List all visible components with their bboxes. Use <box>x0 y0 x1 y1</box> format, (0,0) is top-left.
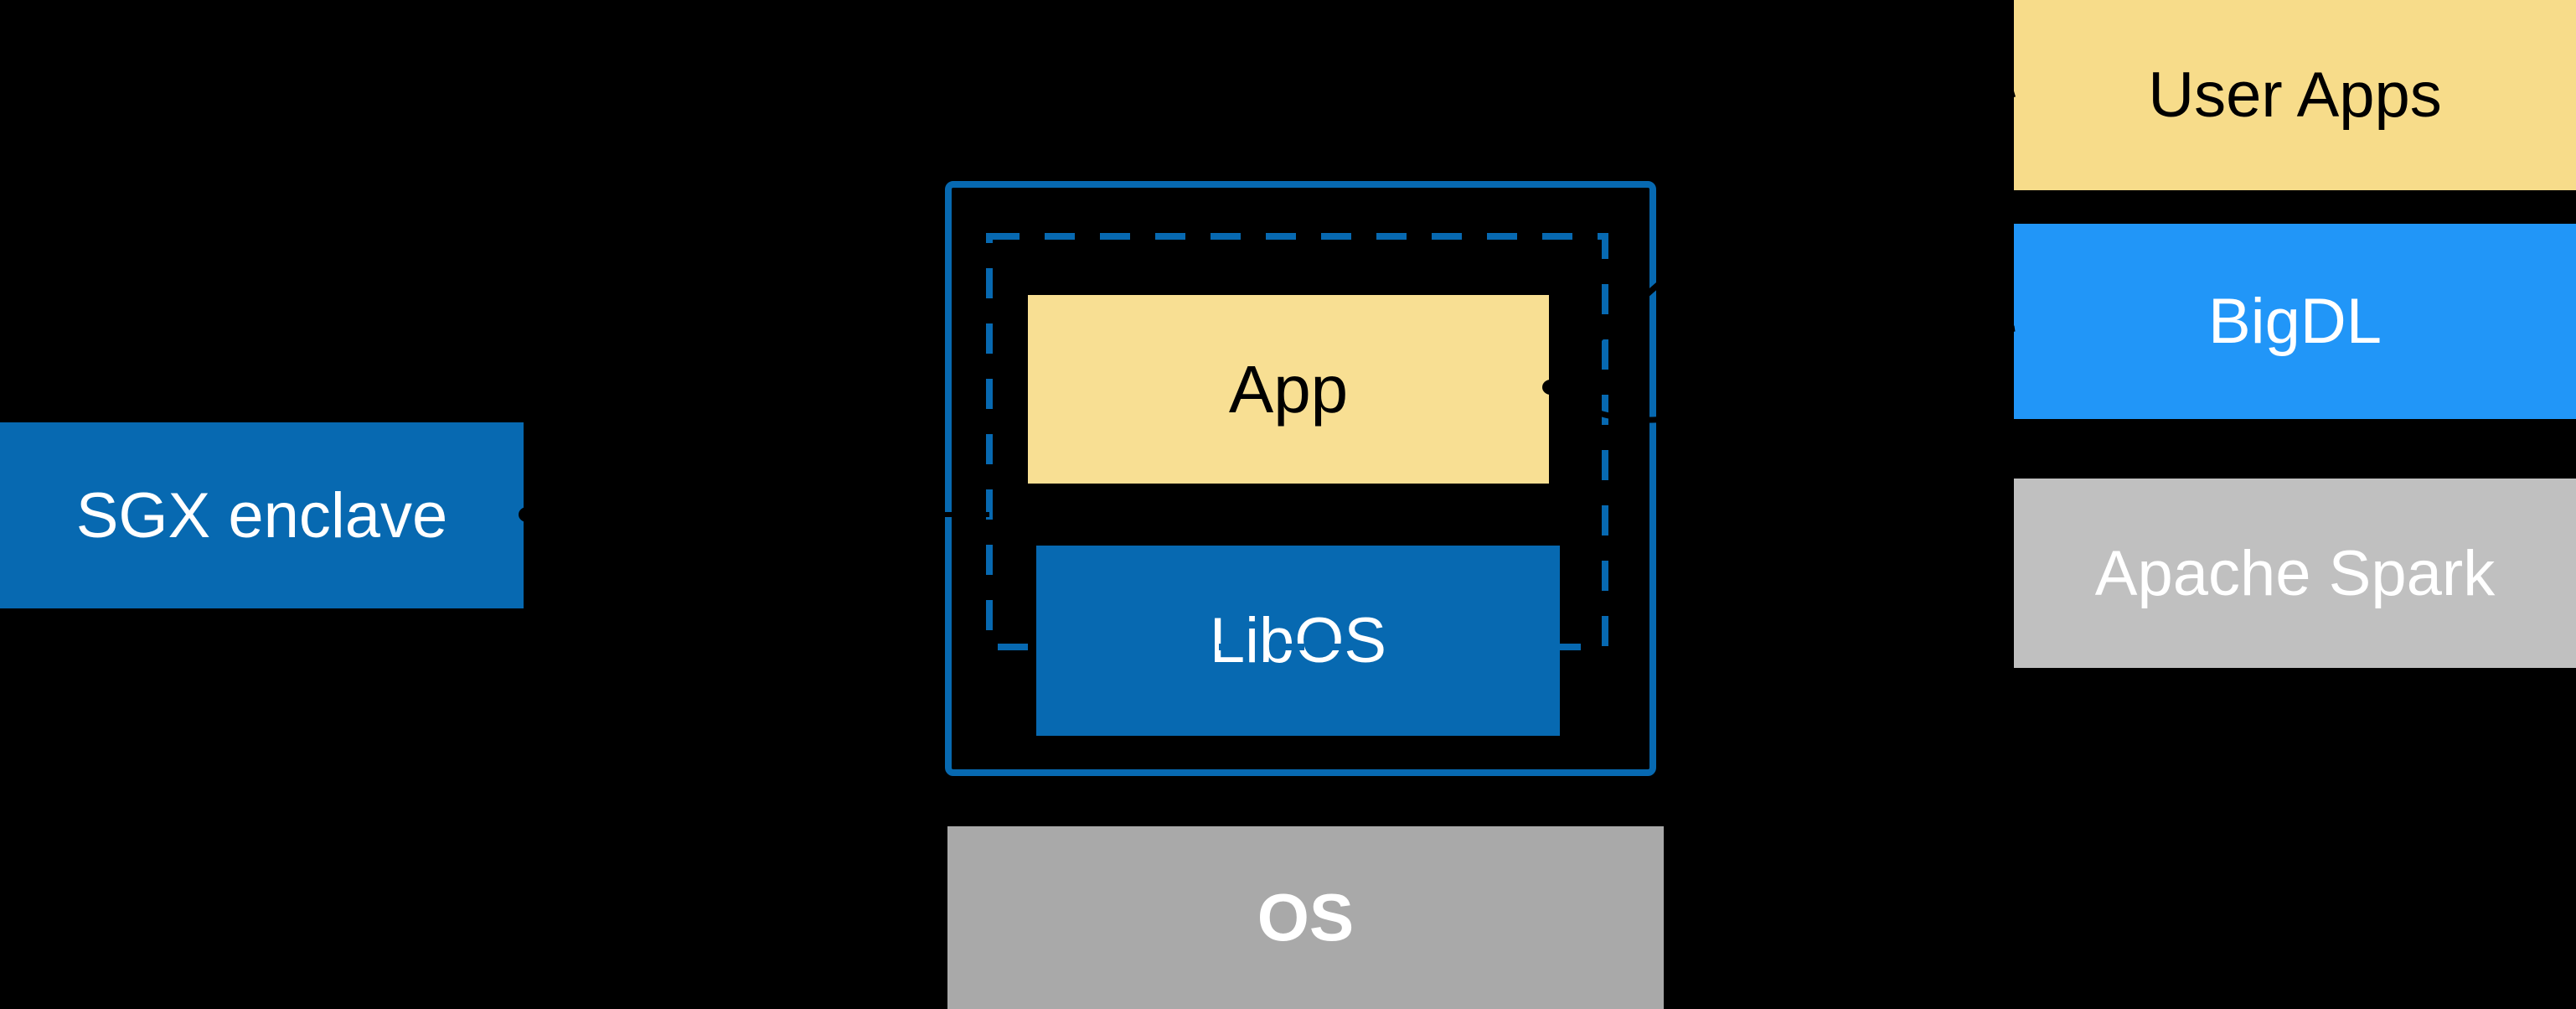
arrow-user-apps-to-app <box>1552 91 2016 386</box>
apache-spark-box: Apache Spark <box>2014 479 2576 668</box>
user-apps-box: User Apps <box>2014 0 2576 190</box>
os-label: OS <box>1257 880 1355 955</box>
libos-box: LibOS <box>1036 546 1560 736</box>
os-box: OS <box>947 826 1664 1009</box>
app-box: App <box>1028 295 1549 484</box>
apache-spark-label: Apache Spark <box>2094 537 2496 609</box>
arrow-bigdl-to-app <box>1556 325 2016 423</box>
libos-label: LibOS <box>1209 605 1387 676</box>
sgx-enclave-label: SGX enclave <box>75 479 448 551</box>
bigdl-label: BigDL <box>2208 286 2382 357</box>
app-label: App <box>1228 351 1349 427</box>
user-apps-label: User Apps <box>2148 60 2442 131</box>
bigdl-box: BigDL <box>2014 224 2576 419</box>
sgx-enclave-box: SGX enclave <box>0 422 524 608</box>
